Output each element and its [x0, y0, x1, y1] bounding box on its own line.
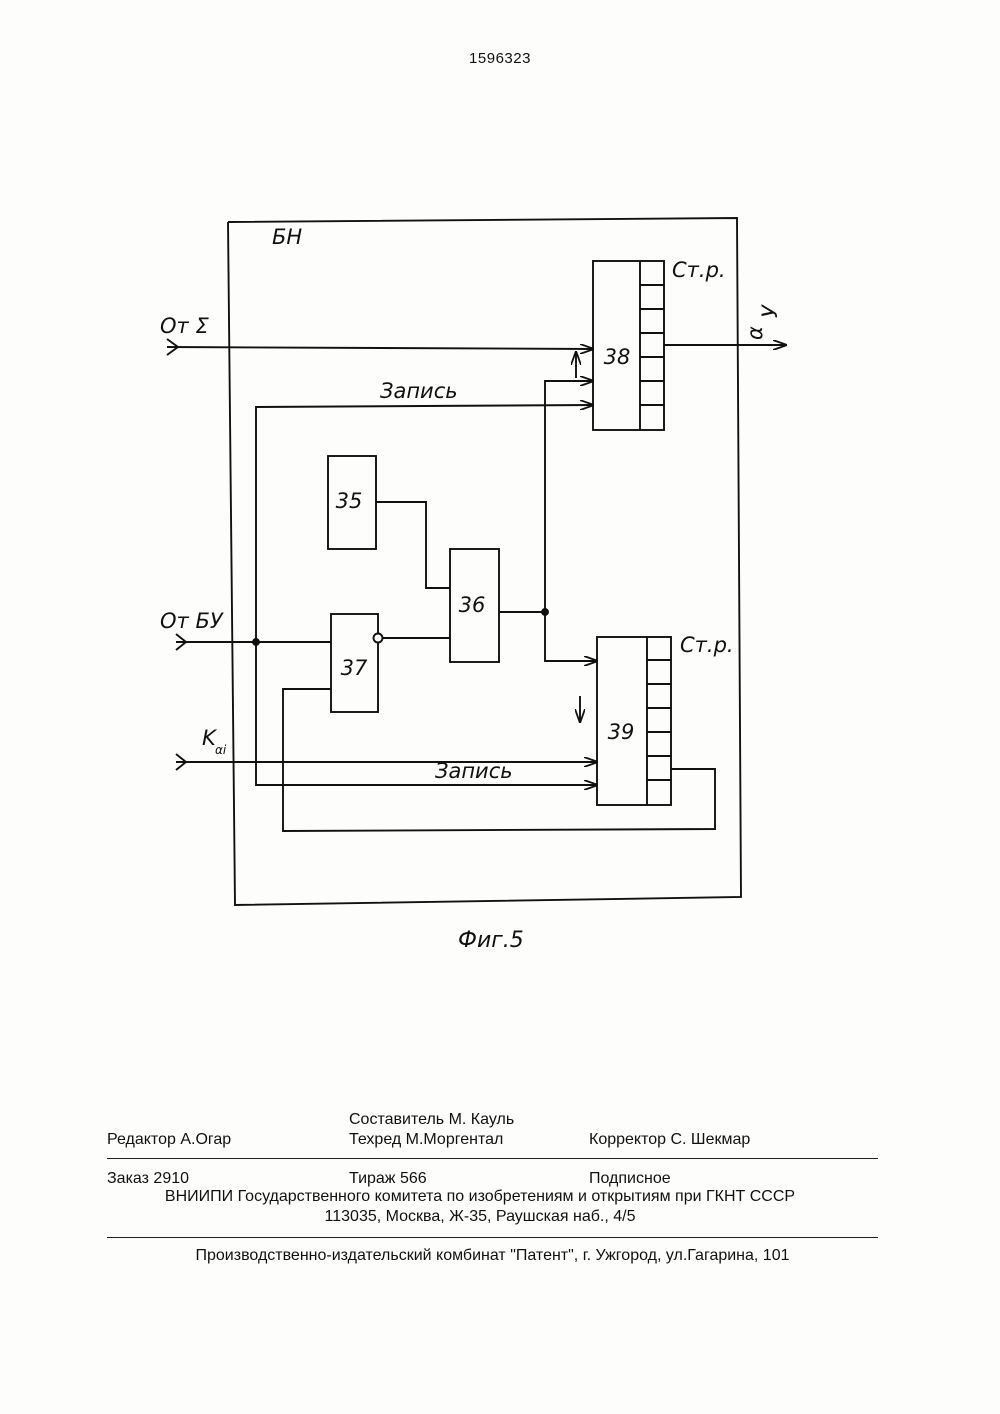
register-38-cells: [640, 285, 664, 405]
wire-35-36: [376, 502, 450, 588]
institute-text: ВНИИПИ Государственного комитета по изоб…: [0, 1188, 960, 1206]
wire-sigma: [167, 347, 593, 349]
subscription-text: Подписное: [589, 1170, 671, 1188]
input-k-subscript: αi: [215, 743, 227, 757]
register-38-number: 38: [604, 345, 631, 369]
inverter-bubble: [374, 634, 383, 643]
wire-36-to-39: [545, 612, 597, 661]
block-35-number: 35: [336, 489, 363, 513]
circulation-text: Тираж 566: [349, 1170, 427, 1188]
address-text: 113035, Москва, Ж-35, Раушская наб., 4/5: [0, 1208, 960, 1226]
input-from-bu-label: От БУ: [160, 609, 224, 633]
techred-text: Техред М.Моргентал: [349, 1131, 503, 1149]
wire-write-bus-lower: [256, 642, 597, 785]
register-39-cells: [647, 660, 671, 780]
write-label-top: Запись: [380, 379, 458, 403]
wire-write-bus: [256, 405, 593, 642]
wire-36-to-38: [545, 381, 593, 612]
block-diagram: БН Ст.р. Ст.р. От Σ От БУ K αi Запись За…: [0, 0, 1000, 1000]
figure-caption: Фиг.5: [458, 928, 524, 953]
divider-top: [107, 1158, 878, 1159]
publisher-text: Производственно-издательский комбинат "П…: [0, 1247, 985, 1265]
input-from-sigma-label: От Σ: [160, 314, 209, 338]
divider-bottom: [107, 1237, 878, 1238]
block-37-number: 37: [341, 656, 368, 680]
output-y-label: У: [758, 304, 782, 318]
corrector-text: Корректор С. Шекмар: [589, 1131, 750, 1149]
order-text: Заказ 2910: [107, 1170, 189, 1188]
editor-text: Редактор А.Огар: [107, 1131, 231, 1149]
register-38-label: Ст.р.: [672, 258, 726, 282]
block-label: БН: [272, 225, 302, 249]
write-label-bottom: Запись: [435, 759, 513, 783]
output-alpha-label: α: [743, 326, 767, 340]
register-39-number: 39: [608, 720, 635, 744]
register-39-label: Ст.р.: [680, 633, 734, 657]
block-36-number: 36: [459, 593, 486, 617]
compiler-text: Составитель М. Кауль: [349, 1111, 514, 1129]
